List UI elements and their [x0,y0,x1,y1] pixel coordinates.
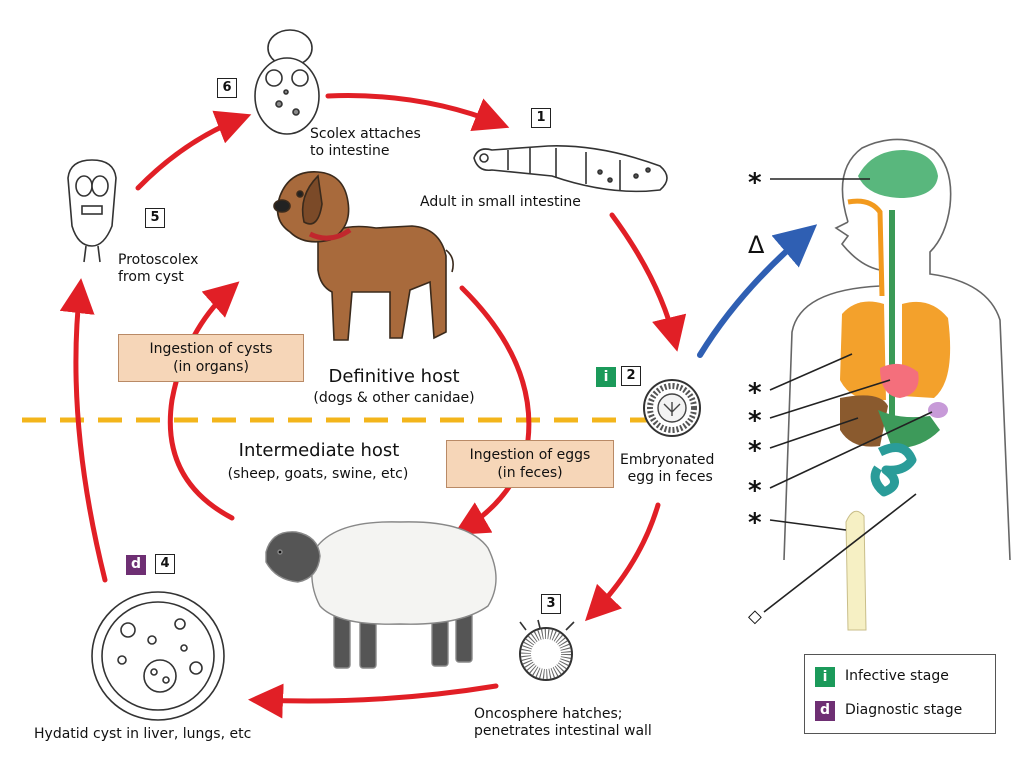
delta-marker: Δ [748,231,765,259]
stage-2-infective-badge: i [596,367,616,387]
stage-4-caption: Hydatid cyst in liver, lungs, etc [34,726,252,742]
arrow-5-to-6 [135,110,252,191]
stage-6-caption-line2: to intestine [310,143,390,159]
arrow-egg-to-human [697,224,818,358]
stage-2-caption-line2: egg in feces [627,469,713,485]
cycle-arrows [59,93,687,719]
sheep-illustration [265,521,497,669]
arrow-dog-to-sheep [453,285,532,536]
intestine-diamond-marker: ◇ [748,606,762,627]
intermediate-host-subtitle: (sheep, goats, swine, etc) [227,466,409,482]
arrow-6-to-1 [325,93,510,131]
arrow-2-to-3 [585,502,661,622]
spleen-asterisk: * [748,476,762,506]
legend-diagnostic-label: Diagnostic stage [845,702,963,718]
ingestion-of-eggs-box: Ingestion of eggs (in feces) [446,440,614,488]
liver-asterisk: * [748,436,762,466]
stage-1-caption: Adult in small intestine [420,194,581,210]
embryonated-egg-illustration [643,379,701,437]
stage-1-number: 1 [531,108,551,128]
stage-6-number: 6 [217,78,237,98]
stage-3-caption-line1: Oncosphere hatches; [474,706,623,722]
stage-3-number: 3 [541,594,561,614]
legend-infective-badge: i [815,667,835,687]
stage-3-caption-line2: penetrates intestinal wall [474,723,652,739]
ingestion-cysts-line2: (in organs) [173,359,249,375]
oncosphere-illustration [519,619,575,681]
arrow-sheep-to-dog [167,281,240,521]
heart-asterisk: * [748,406,762,436]
stage-5-number: 5 [145,208,165,228]
stage-2-caption-line1: Embryonated [620,452,715,468]
stage-6-caption-line1: Scolex attaches [310,126,421,142]
arrow-1-to-2 [609,212,687,352]
definitive-host-subtitle: (dogs & other canidae) [313,390,475,406]
stage-5-caption-line1: Protoscolex [118,252,199,268]
ingestion-eggs-line1: Ingestion of eggs [469,447,591,463]
scolex-attached-illustration [254,29,320,135]
definitive-host-title: Definitive host [328,366,460,387]
hydatid-cyst-illustration [91,591,225,721]
stage-2-number: 2 [621,366,641,386]
legend-infective-label: Infective stage [845,668,949,684]
ingestion-cysts-line1: Ingestion of cysts [149,341,273,357]
brain-asterisk: * [748,168,762,198]
stage-4-number: 4 [155,554,175,574]
legend: i Infective stage d Diagnostic stage [804,654,996,734]
ingestion-of-cysts-box: Ingestion of cysts (in organs) [118,334,304,382]
intermediate-host-title: Intermediate host [238,440,400,461]
dog-illustration [273,171,454,341]
stage-5-caption: Protoscolex from cyst [118,252,198,286]
stage-6-caption: Scolex attaches to intestine [310,126,421,160]
legend-diagnostic-badge: d [815,701,835,721]
human-body-illustration [763,138,1011,631]
protoscolex-illustration [67,159,117,263]
ingestion-eggs-line2: (in feces) [497,465,563,481]
stage-4-diagnostic-badge: d [126,555,146,575]
arrow-3-to-4 [248,683,499,719]
stage-2-caption: Embryonated egg in feces [620,452,714,486]
arrow-4-to-5 [59,278,108,583]
adult-tapeworm-illustration [473,145,668,193]
lung-asterisk: * [748,378,762,408]
bone-asterisk: * [748,508,762,538]
stage-5-caption-line2: from cyst [118,269,184,285]
stage-3-caption: Oncosphere hatches; penetrates intestina… [474,706,652,740]
